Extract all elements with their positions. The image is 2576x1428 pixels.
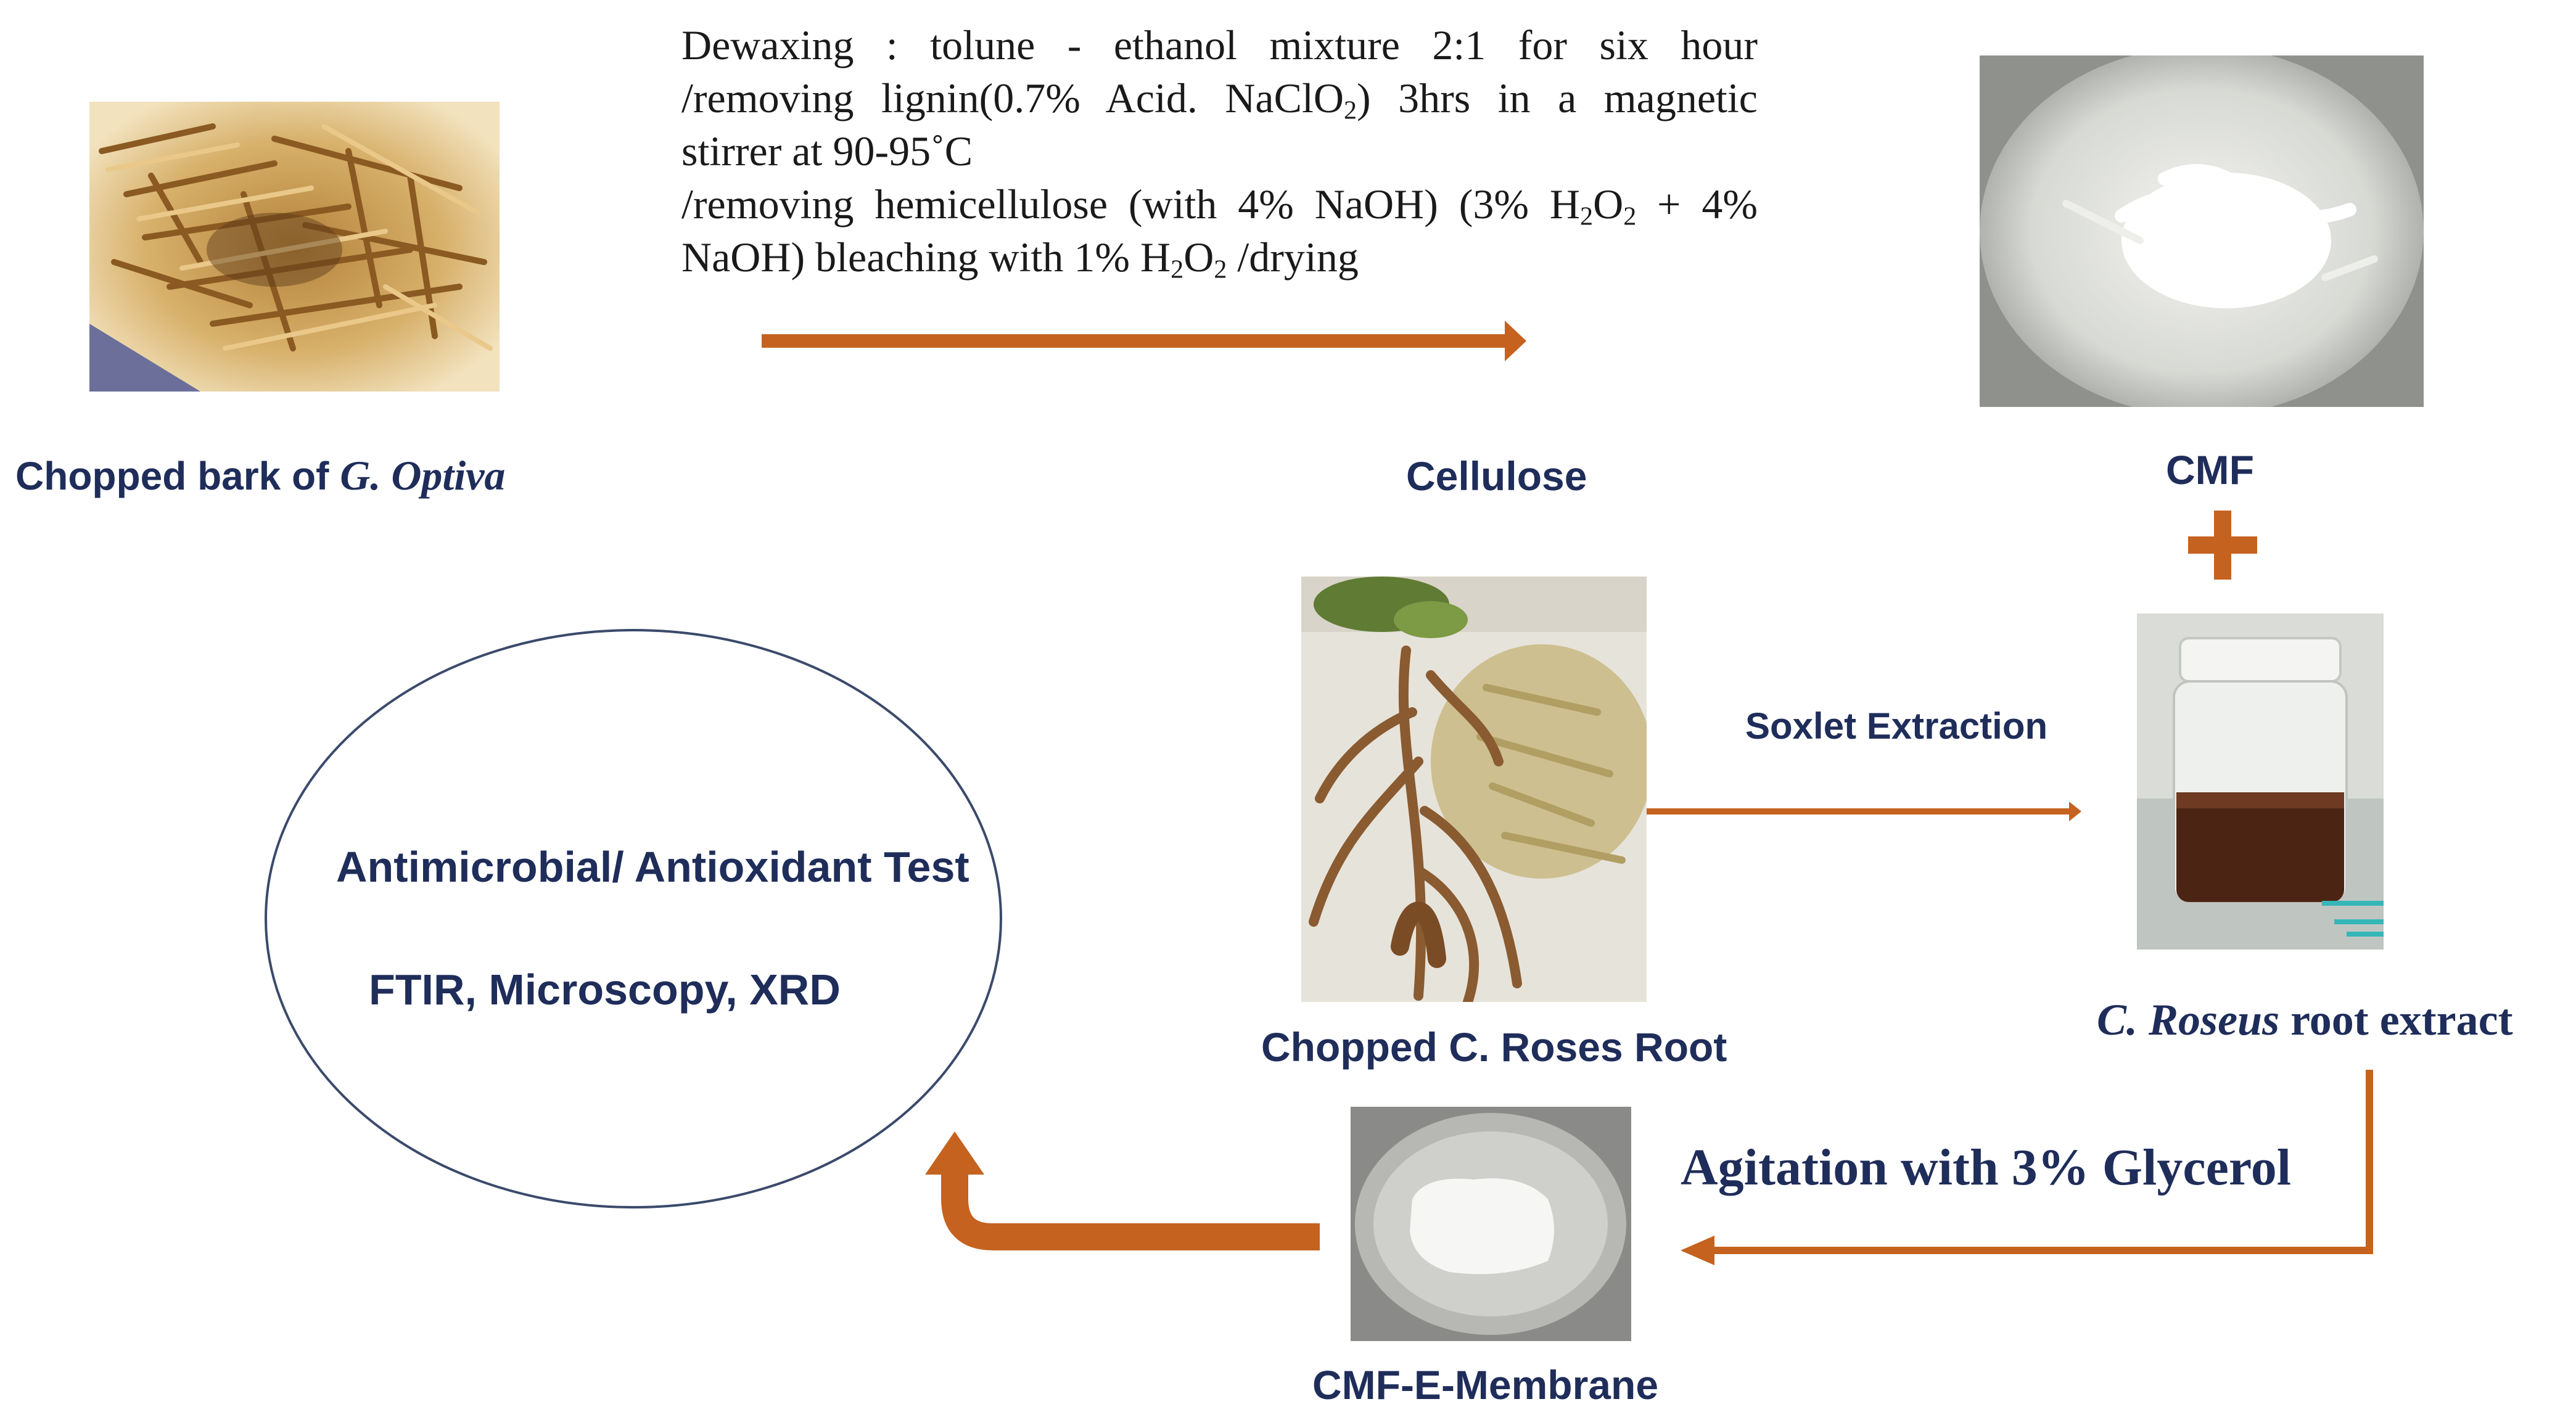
- agitation-label: Agitation with 3% Glycerol: [1681, 1139, 2292, 1196]
- tests-line-antimicrobial: Antimicrobial/ Antioxidant Test: [336, 843, 969, 891]
- process-step-bleaching: NaOH) bleaching with 1% H2O2 /drying: [681, 231, 1758, 284]
- text-fragment: /removing hemicellulose (with 4% NaOH) (…: [681, 181, 1581, 228]
- text-fragment: /drying: [1227, 234, 1359, 281]
- process-step-lignin: /removing lignin(0.7% Acid. NaClO2) 3hrs…: [681, 72, 1758, 125]
- membrane-label: CMF-E-Membrane: [1312, 1362, 1659, 1408]
- process-step-stirrer: stirrer at 90-95˚C: [681, 128, 973, 174]
- soxlet-label: Soxlet Extraction: [1745, 705, 2048, 747]
- text-fragment: O: [1183, 234, 1214, 281]
- subscript: 2: [1623, 202, 1637, 231]
- arrow-extract-to-membrane: [1711, 1070, 2373, 1254]
- root-photo: [1301, 577, 1647, 1002]
- root-label: Chopped C. Roses Root: [1261, 1024, 1727, 1070]
- subscript: 2: [1214, 255, 1227, 284]
- arrow-root-to-extract: [1647, 802, 2081, 821]
- process-step-dewaxing: Dewaxing : tolune - ethanol mixture 2:1 …: [681, 22, 1758, 68]
- arrow-membrane-to-tests: [925, 1131, 1320, 1250]
- bark-label: Chopped bark of G. Optiva: [15, 451, 505, 500]
- text-fragment: + 4%: [1636, 181, 1758, 228]
- subscript: 2: [1580, 202, 1594, 231]
- text-fragment: O: [1593, 181, 1624, 228]
- extract-jar-photo: [2137, 613, 2384, 950]
- extract-label-species: C. Roseus: [2097, 995, 2280, 1044]
- tests-line-ftir: FTIR, Microscopy, XRD: [369, 966, 841, 1014]
- text-fragment: /removing lignin(0.7% Acid. NaClO: [681, 75, 1344, 121]
- cmf-label: CMF: [2166, 447, 2254, 493]
- text-fragment: ) 3hrs in a magnetic: [1357, 75, 1758, 121]
- plus-icon: [2188, 511, 2257, 580]
- process-step-hemicellulose: /removing hemicellulose (with 4% NaOH) (…: [681, 178, 1758, 231]
- arrow-extract-to-membrane-head: [1681, 1236, 1714, 1265]
- subscript: 2: [1171, 255, 1184, 284]
- bark-label-prefix: Chopped bark of: [15, 454, 340, 498]
- extract-label-suffix: root extract: [2279, 995, 2513, 1044]
- cellulose-label: Cellulose: [1406, 453, 1587, 499]
- tests-ellipse: [265, 629, 1002, 1208]
- membrane-photo: [1351, 1107, 1631, 1341]
- process-steps-text: Dewaxing : tolune - ethanol mixture 2:1 …: [681, 18, 1758, 284]
- text-fragment: NaOH) bleaching with 1% H: [681, 234, 1171, 281]
- extract-label: C. Roseus root extract: [2097, 995, 2513, 1046]
- arrow-bark-to-cellulose: [762, 321, 1526, 361]
- bark-photo: [89, 102, 500, 392]
- cmf-photo: [1980, 55, 2424, 407]
- bark-label-species: G. Optiva: [340, 452, 506, 499]
- subscript: 2: [1343, 96, 1357, 125]
